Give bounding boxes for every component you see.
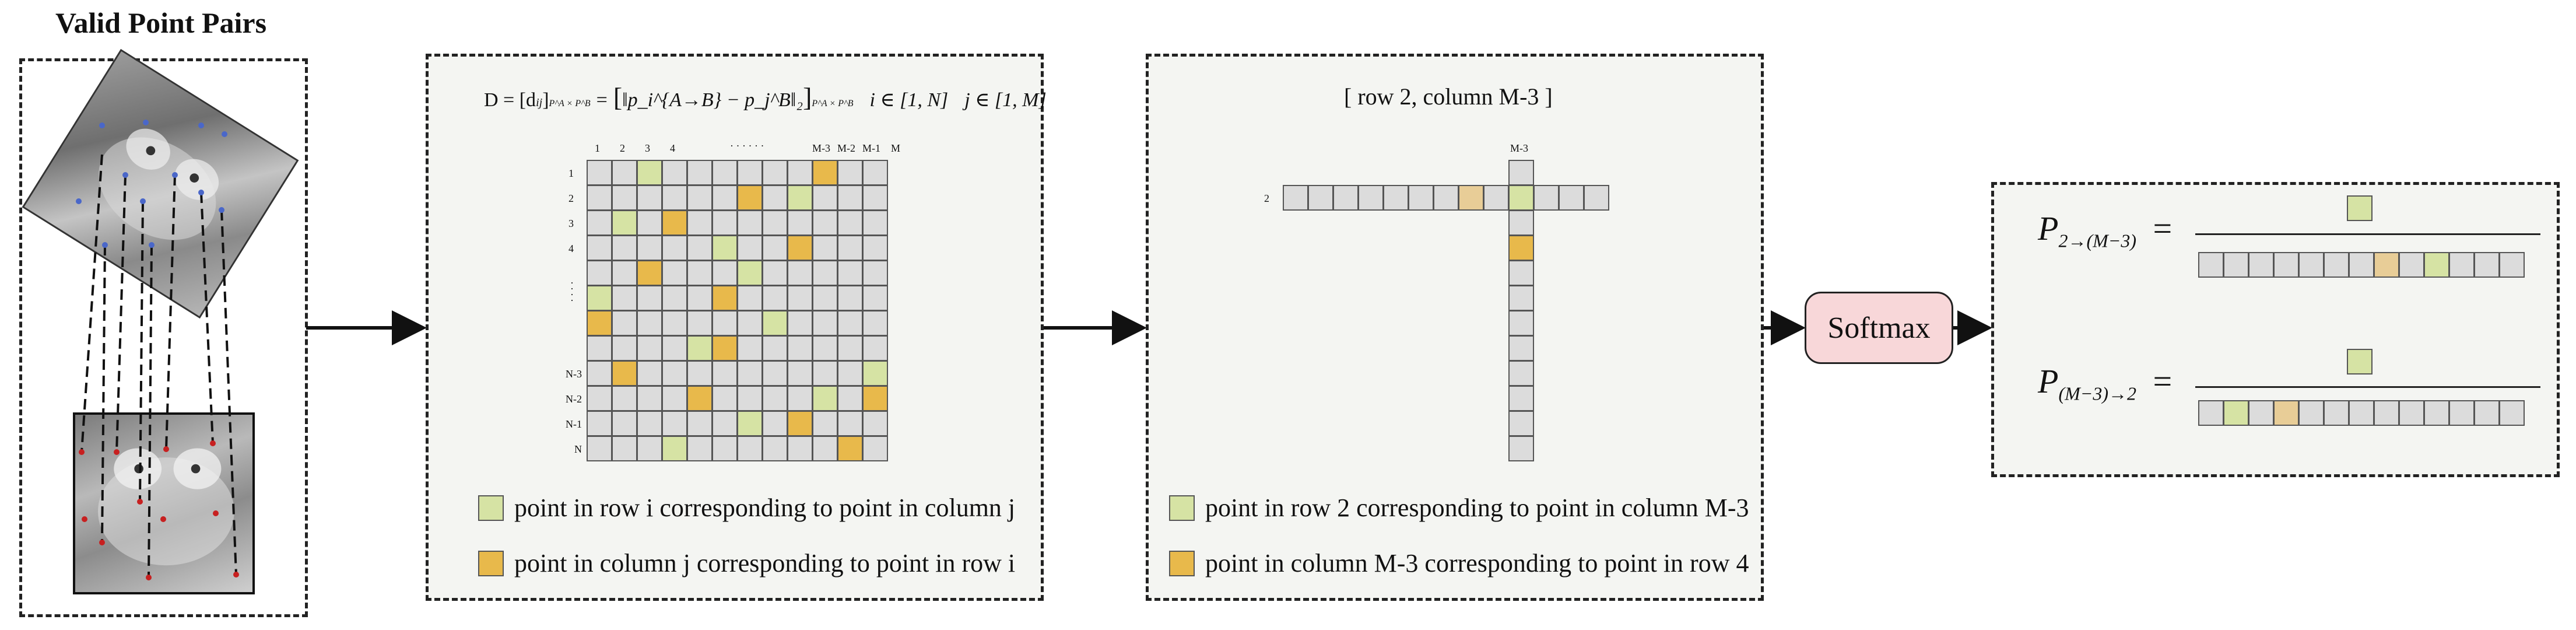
cat-texture-top bbox=[99, 128, 219, 240]
prob2-symbol: P bbox=[2038, 362, 2059, 400]
row-column-title: [ row 2, column M-3 ] bbox=[1344, 83, 1553, 110]
formula-body: ‖p_i^{A→B} − p_j^B‖₂ bbox=[622, 89, 803, 111]
prob1-eq: = bbox=[2153, 209, 2173, 247]
matrix-legend-orange-text: point in column j corresponding to point… bbox=[514, 549, 1016, 578]
row-2-strip bbox=[1283, 185, 1609, 211]
formula-eq: = bbox=[596, 89, 608, 111]
row-label-1: 1 bbox=[568, 167, 574, 179]
prob2-eq: = bbox=[2153, 362, 2173, 400]
valid-point-pairs-panel bbox=[19, 58, 308, 617]
rowcol-legend-orange-text: point in column M-3 corresponding to poi… bbox=[1205, 549, 1749, 578]
col-label-ellipsis: · · · · · · bbox=[730, 140, 764, 152]
correspondence-lines bbox=[76, 120, 239, 580]
orange-swatch bbox=[478, 550, 504, 576]
column-label-m3: M-3 bbox=[1510, 142, 1528, 154]
green-swatch bbox=[478, 495, 504, 521]
prob1-numerator-cell bbox=[2347, 195, 2373, 221]
col-label-m3: M-3 bbox=[812, 142, 830, 154]
matrix-legend-green-text: point in row i corresponding to point in… bbox=[514, 494, 1016, 522]
prob-col-to-row-label: P(M−3)→2 = bbox=[2038, 362, 2172, 405]
distance-formula: D = [d ij ] P^A × P^B = [ ‖p_i^{A→B} − p… bbox=[484, 82, 1047, 112]
prob2-sub: (M−3)→2 bbox=[2058, 383, 2136, 404]
row-label-3: 3 bbox=[568, 218, 574, 229]
row-label-4: 4 bbox=[568, 243, 574, 254]
distance-matrix-grid bbox=[587, 160, 888, 461]
col-label-1: 1 bbox=[595, 142, 600, 154]
row-label-n2: N-2 bbox=[566, 393, 582, 405]
probability-panel bbox=[1991, 182, 2560, 477]
rowcol-legend-orange: point in column M-3 corresponding to poi… bbox=[1169, 548, 1749, 578]
rowcol-legend-green: point in row 2 corresponding to point in… bbox=[1169, 493, 1749, 523]
matrix-legend-orange: point in column j corresponding to point… bbox=[478, 548, 1015, 578]
column-m3-strip bbox=[1508, 160, 1534, 461]
row-label-2-rowcol: 2 bbox=[1264, 192, 1269, 204]
matrix-legend-green: point in row i corresponding to point in… bbox=[478, 493, 1015, 523]
col-label-m1: M-1 bbox=[862, 142, 880, 154]
col-label-2: 2 bbox=[620, 142, 625, 154]
cat-image-rotated bbox=[22, 48, 299, 319]
row-label-n: N bbox=[574, 443, 582, 455]
row-column-panel bbox=[1146, 54, 1764, 601]
col-label-3: 3 bbox=[645, 142, 650, 154]
prob2-fraction-line bbox=[2195, 386, 2540, 388]
prob1-fraction-line bbox=[2195, 233, 2540, 235]
softmax-box: Softmax bbox=[1805, 292, 1953, 364]
prob1-symbol: P bbox=[2038, 209, 2059, 247]
softmax-label: Softmax bbox=[1827, 311, 1931, 345]
orange-swatch-2 bbox=[1169, 550, 1195, 576]
prob2-denominator-strip bbox=[2198, 400, 2525, 426]
prob1-denominator-strip bbox=[2198, 252, 2525, 278]
col-label-4: 4 bbox=[670, 142, 675, 154]
row-label-n3: N-3 bbox=[566, 368, 582, 380]
green-swatch-2 bbox=[1169, 495, 1195, 521]
row-label-ellipsis: · · · · bbox=[570, 277, 574, 306]
prob-row-to-col-label: P2→(M−3) = bbox=[2038, 209, 2172, 252]
col-label-m: M bbox=[891, 142, 901, 154]
formula-range-i: i ∈ [1, N] bbox=[869, 89, 949, 111]
valid-point-pairs-title: Valid Point Pairs bbox=[55, 6, 267, 39]
col-label-m2: M-2 bbox=[837, 142, 855, 154]
formula-lhs: D = [d bbox=[484, 89, 536, 111]
rowcol-legend-green-text: point in row 2 corresponding to point in… bbox=[1205, 494, 1749, 522]
formula-range-j: j ∈ [1, M] bbox=[964, 89, 1047, 111]
prob2-numerator-cell bbox=[2347, 349, 2373, 374]
row-label-2: 2 bbox=[568, 192, 574, 204]
formula-sub2: P^A × P^B bbox=[549, 99, 591, 108]
prob1-sub: 2→(M−3) bbox=[2058, 230, 2136, 251]
row-label-n1: N-1 bbox=[566, 418, 582, 430]
formula-sub: ij bbox=[536, 96, 543, 109]
